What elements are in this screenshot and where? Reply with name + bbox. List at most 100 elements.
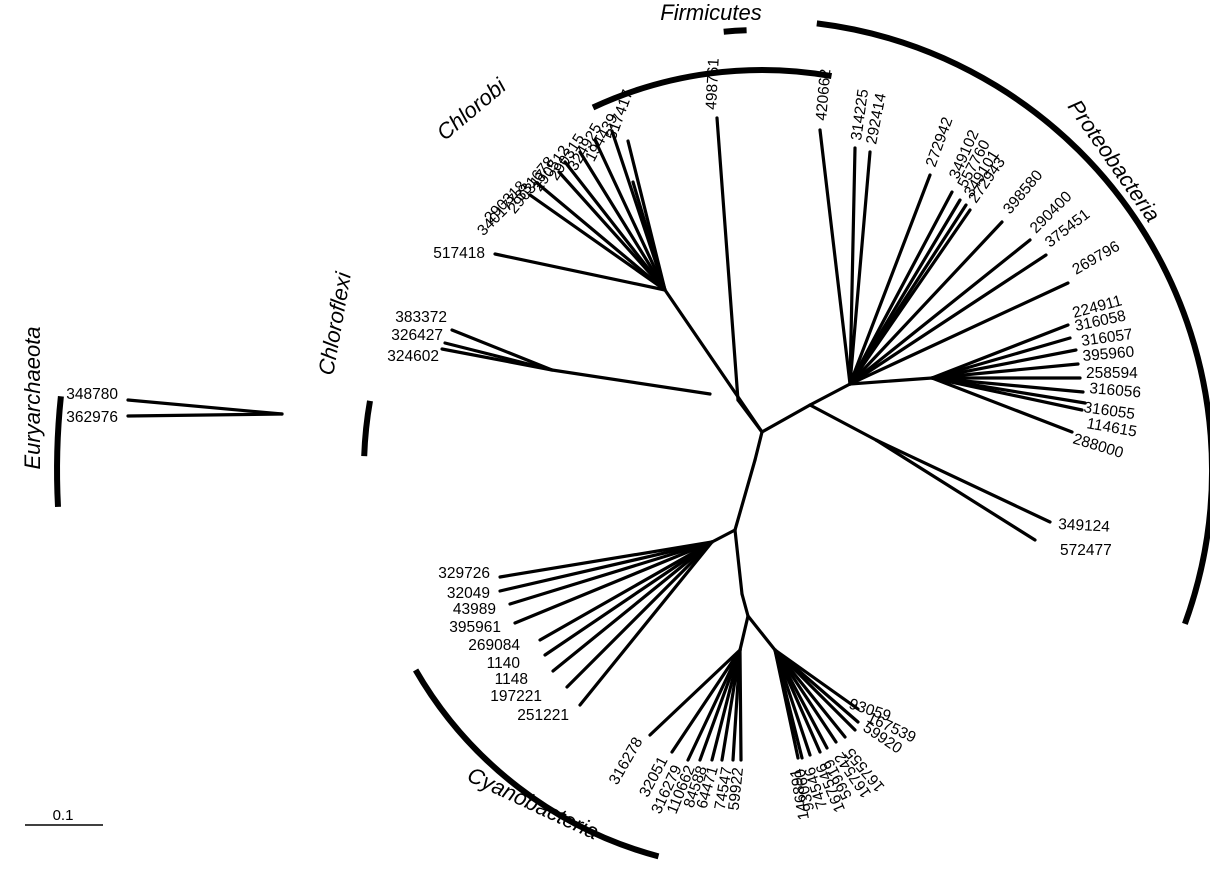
branch xyxy=(733,528,744,596)
leaf-label: 383372 xyxy=(395,309,447,326)
leaf-label: 398580 xyxy=(1000,167,1047,218)
leaf-branch xyxy=(930,362,1080,380)
leaf-branch xyxy=(450,328,554,372)
leaf-branch xyxy=(930,376,1074,434)
leaf-branch xyxy=(773,648,847,739)
branch xyxy=(710,528,737,544)
leaf-branch xyxy=(648,648,742,737)
leaf-branch xyxy=(715,116,740,402)
leaf-branch xyxy=(686,648,742,762)
leaf-branch xyxy=(720,648,742,762)
leaf-label: 1140 xyxy=(487,655,521,672)
leaf-label: 572477 xyxy=(1060,542,1112,559)
leaf-branch xyxy=(670,648,742,754)
leaf-label: 362976 xyxy=(66,409,118,426)
leaf-label: 197221 xyxy=(490,688,542,705)
leaf-label: 420662 xyxy=(813,68,834,121)
branch xyxy=(808,382,852,407)
leaf-label: 498761 xyxy=(703,58,723,111)
clade-label-euryarchaeota: Euryarchaeota xyxy=(20,326,45,469)
leaf-branch xyxy=(513,540,714,625)
chloroflexi-bracket xyxy=(361,400,373,457)
leaf-branch xyxy=(631,180,667,292)
leaf-branch xyxy=(930,376,1084,412)
leaf-label: 517418 xyxy=(433,245,485,262)
leaf-branch xyxy=(818,128,852,386)
leaf-label: 258594 xyxy=(1086,365,1138,382)
leaf-label: 329726 xyxy=(438,565,490,582)
branch xyxy=(746,614,777,652)
leaf-branch xyxy=(773,648,838,744)
leaf-branch xyxy=(848,238,1032,386)
branch xyxy=(550,368,712,396)
leaf-label: 32049 xyxy=(447,585,490,602)
leaf-branch xyxy=(493,252,667,292)
leaf-branch xyxy=(848,173,932,386)
clade-label-chloroflexi: Chloroflexi xyxy=(313,269,356,377)
clade-brackets xyxy=(54,20,1210,860)
leaf-branch xyxy=(498,540,714,593)
leaf-branch xyxy=(848,253,1048,386)
leaf-branch xyxy=(738,648,743,762)
leaf-label: 326427 xyxy=(391,327,443,344)
leaf-label: 349124 xyxy=(1058,516,1111,536)
leaf-label: 1148 xyxy=(495,671,528,688)
leaf-branch xyxy=(440,347,554,372)
proteobacteria-bracket xyxy=(816,20,1210,625)
branch xyxy=(808,403,878,442)
scale-bar: 0.1 xyxy=(25,807,103,826)
clade-label-proteobacteria: Proteobacteria xyxy=(1063,95,1166,227)
leaf-branch xyxy=(126,398,284,416)
leaf-branch xyxy=(773,648,860,724)
branch xyxy=(760,403,812,434)
clade-label-chlorobi: Chlorobi xyxy=(432,73,512,146)
leaf-branch xyxy=(773,648,812,757)
leaf-branch xyxy=(930,323,1070,380)
leaf-branch xyxy=(874,438,1037,542)
leaf-label: 269084 xyxy=(468,637,520,654)
leaf-label: 348780 xyxy=(66,386,118,403)
leaf-branch xyxy=(551,540,714,673)
leaf-branch xyxy=(848,150,872,386)
leaf-label: 316056 xyxy=(1089,380,1142,401)
leaf-label: 43989 xyxy=(453,601,496,618)
leaf-branch xyxy=(698,648,742,762)
leaf-branch xyxy=(773,648,829,750)
leaf-label: 395961 xyxy=(449,619,501,636)
leaf-branch xyxy=(563,160,667,292)
cyanobacteria-bracket xyxy=(413,668,660,860)
leaf-branch xyxy=(565,540,714,689)
leaf-branch xyxy=(508,540,714,606)
branch xyxy=(753,430,764,462)
branch xyxy=(848,376,934,386)
leaf-branch xyxy=(874,438,1052,524)
leaf-branch xyxy=(126,412,284,418)
leaf-branch xyxy=(593,138,667,292)
leaf-label: 324602 xyxy=(387,348,439,365)
leaf-label: 59922 xyxy=(726,767,747,812)
leaf-branch xyxy=(848,220,1004,386)
clade-label-cyanobacteria: Cyanobacteria xyxy=(464,762,603,845)
leaf-label: 251221 xyxy=(517,707,569,724)
leaf-branch xyxy=(710,648,742,762)
leaf-branch xyxy=(528,193,667,292)
leaf-branch xyxy=(578,150,667,292)
branch xyxy=(738,614,750,652)
scale-bar-label: 0.1 xyxy=(53,807,74,824)
tree-branches xyxy=(126,116,1087,762)
leaf-label: 316278 xyxy=(606,735,647,788)
leaf-branch xyxy=(848,208,972,386)
leaf-branch xyxy=(557,170,667,292)
leaf-branch xyxy=(848,146,857,386)
leaf-branch xyxy=(543,540,714,657)
branch xyxy=(736,398,764,434)
leaf-branch xyxy=(773,648,860,711)
leaf-branch xyxy=(538,540,714,642)
leaf-labels: 3487803629763833723264273246025174183401… xyxy=(66,58,1141,822)
leaf-label: 269796 xyxy=(1070,238,1123,279)
chlorobi-bracket xyxy=(591,67,833,111)
leaf-branch xyxy=(578,540,714,707)
leaf-branch xyxy=(930,348,1078,380)
leaf-branch xyxy=(498,540,714,579)
